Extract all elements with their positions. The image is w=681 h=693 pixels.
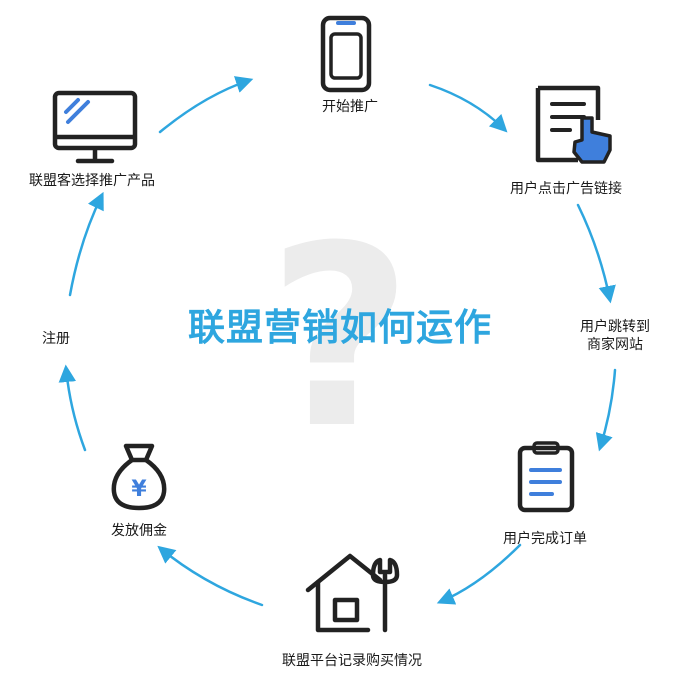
step-label-redirect-line1: 用户跳转到 [580, 319, 650, 335]
arrow-order-to-record [436, 543, 522, 605]
yuan-symbol: ¥ [131, 477, 147, 502]
arrow-record-to-commission [157, 545, 264, 607]
arrow-click-to-redirect [576, 203, 616, 304]
arrow-promote-to-click [428, 83, 508, 133]
smartphone-icon [320, 15, 372, 93]
document-tap-icon [535, 85, 612, 164]
diagram-title: 联盟营销如何运作 [188, 306, 492, 349]
step-label-redirect: 用户跳转到 商家网站 [580, 318, 650, 354]
step-label-click-ad-link: 用户点击广告链接 [510, 181, 622, 197]
question-mark-watermark: ? [267, 192, 413, 483]
house-wrench-icon [305, 553, 400, 633]
clipboard-icon [517, 441, 575, 513]
arrow-commission-to-register [58, 364, 87, 452]
step-label-complete-order: 用户完成订单 [503, 531, 587, 547]
step-label-redirect-line2: 商家网站 [587, 337, 643, 353]
step-label-pay-commission: 发放佣金 [111, 523, 167, 539]
step-label-start-promotion: 开始推广 [322, 99, 378, 115]
step-label-select-product: 联盟客选择推广产品 [29, 173, 155, 189]
step-label-record-purchase: 联盟平台记录购买情况 [282, 653, 422, 669]
arrow-redirect-to-order [595, 368, 617, 452]
monitor-icon [52, 90, 138, 164]
arrow-register-to-select [68, 191, 104, 297]
step-label-register: 注册 [42, 331, 70, 347]
money-bag-icon [111, 443, 167, 511]
arrow-select-to-promote [158, 76, 254, 134]
